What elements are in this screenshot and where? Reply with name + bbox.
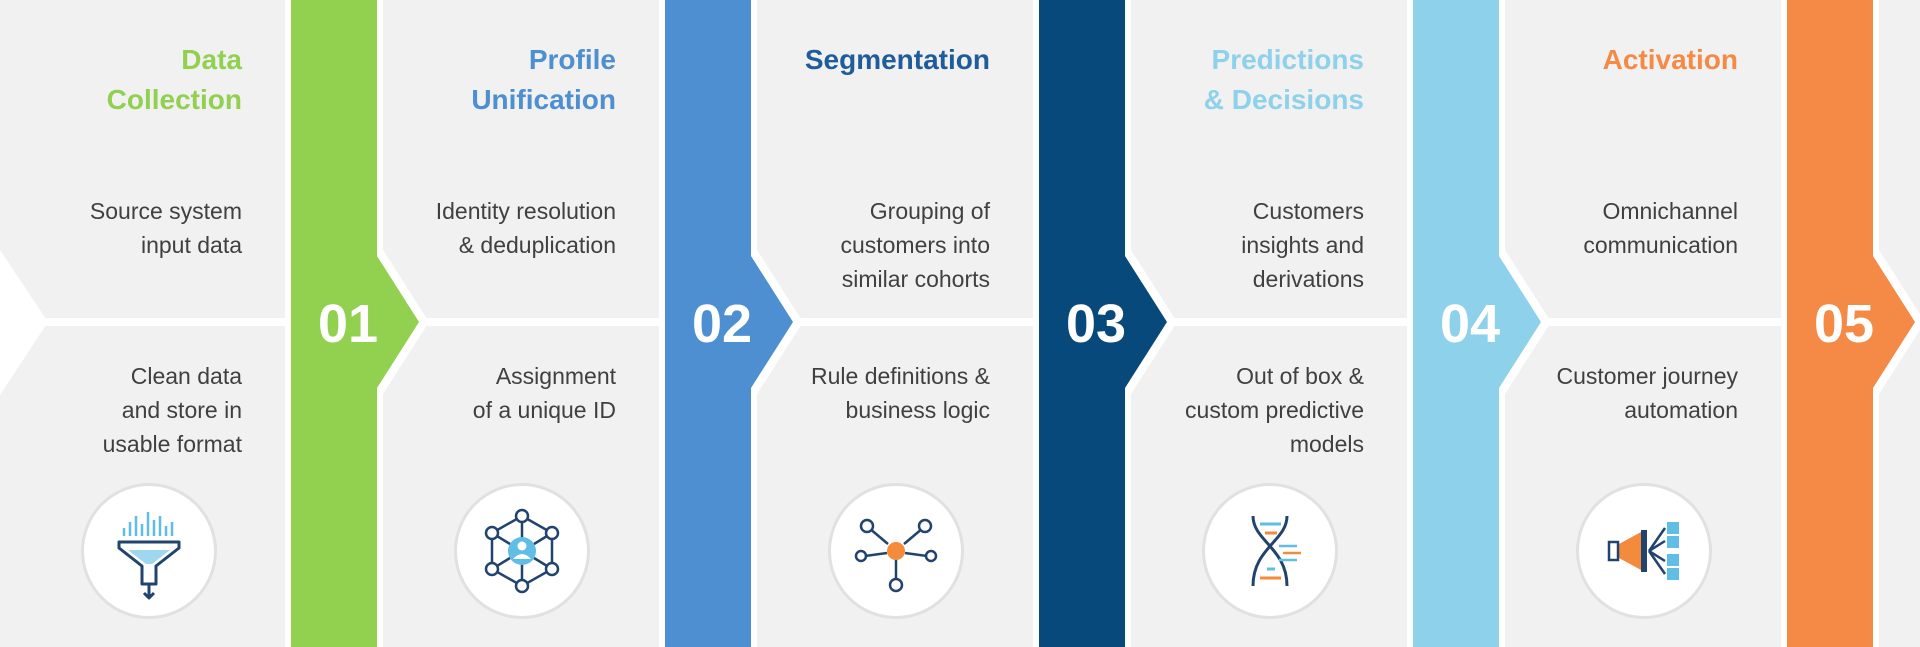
step-2-title: Profile Unification: [471, 44, 616, 115]
step-2-number: 02: [691, 294, 753, 354]
step-1-title: Data Collection: [106, 44, 242, 115]
step-3-number: 03: [1065, 294, 1127, 354]
step-2-desc-bottom: Assignment of a unique ID: [472, 363, 616, 423]
megaphone-icon: [1607, 522, 1679, 580]
step-4-desc-bottom: Out of box & custom predictive models: [1185, 363, 1364, 457]
step-2-desc-top: Identity resolution & deduplication: [435, 198, 616, 258]
step-4-icon-circle: [1202, 483, 1338, 619]
step-2-chevron-bar: [665, 0, 793, 647]
step-4-title: Predictions & Decisions: [1203, 44, 1364, 115]
step-5-title: Activation: [1602, 44, 1738, 75]
step-1-desc-bottom: Clean data and store in usable format: [102, 363, 242, 457]
step-4-desc-top: Customers insights and derivations: [1241, 198, 1364, 292]
horizontal-divider: [0, 318, 1920, 326]
step-3-icon-circle: [828, 483, 964, 619]
funnel-icon: [117, 512, 181, 600]
step-2-icon-circle: [454, 483, 590, 619]
left-notch: [0, 250, 48, 395]
step-5-icon-circle: [1576, 483, 1712, 619]
step-3-chevron-bar: [1039, 0, 1167, 647]
step-5-desc-bottom: Customer journey automation: [1556, 363, 1738, 423]
step-1-number: 01: [317, 294, 379, 354]
step-3-desc-bottom: Rule definitions & business logic: [811, 363, 990, 423]
step-4-chevron-bar: [1413, 0, 1541, 647]
step-4-number: 04: [1439, 294, 1501, 354]
dna-icon: [1251, 515, 1301, 587]
step-3-desc-top: Grouping of customers into similar cohor…: [840, 198, 990, 292]
identity-network-icon: [484, 508, 560, 594]
step-1-icon-circle: [81, 483, 217, 619]
step-5-desc-top: Omnichannel communication: [1583, 198, 1738, 258]
step-1-chevron-bar: [291, 0, 419, 647]
step-3-title: Segmentation: [804, 44, 990, 75]
step-1-desc-top: Source system input data: [89, 198, 242, 258]
segment-nodes-icon: [854, 518, 938, 593]
step-5-chevron-bar: [1787, 0, 1915, 647]
step-5-number: 05: [1813, 294, 1875, 354]
